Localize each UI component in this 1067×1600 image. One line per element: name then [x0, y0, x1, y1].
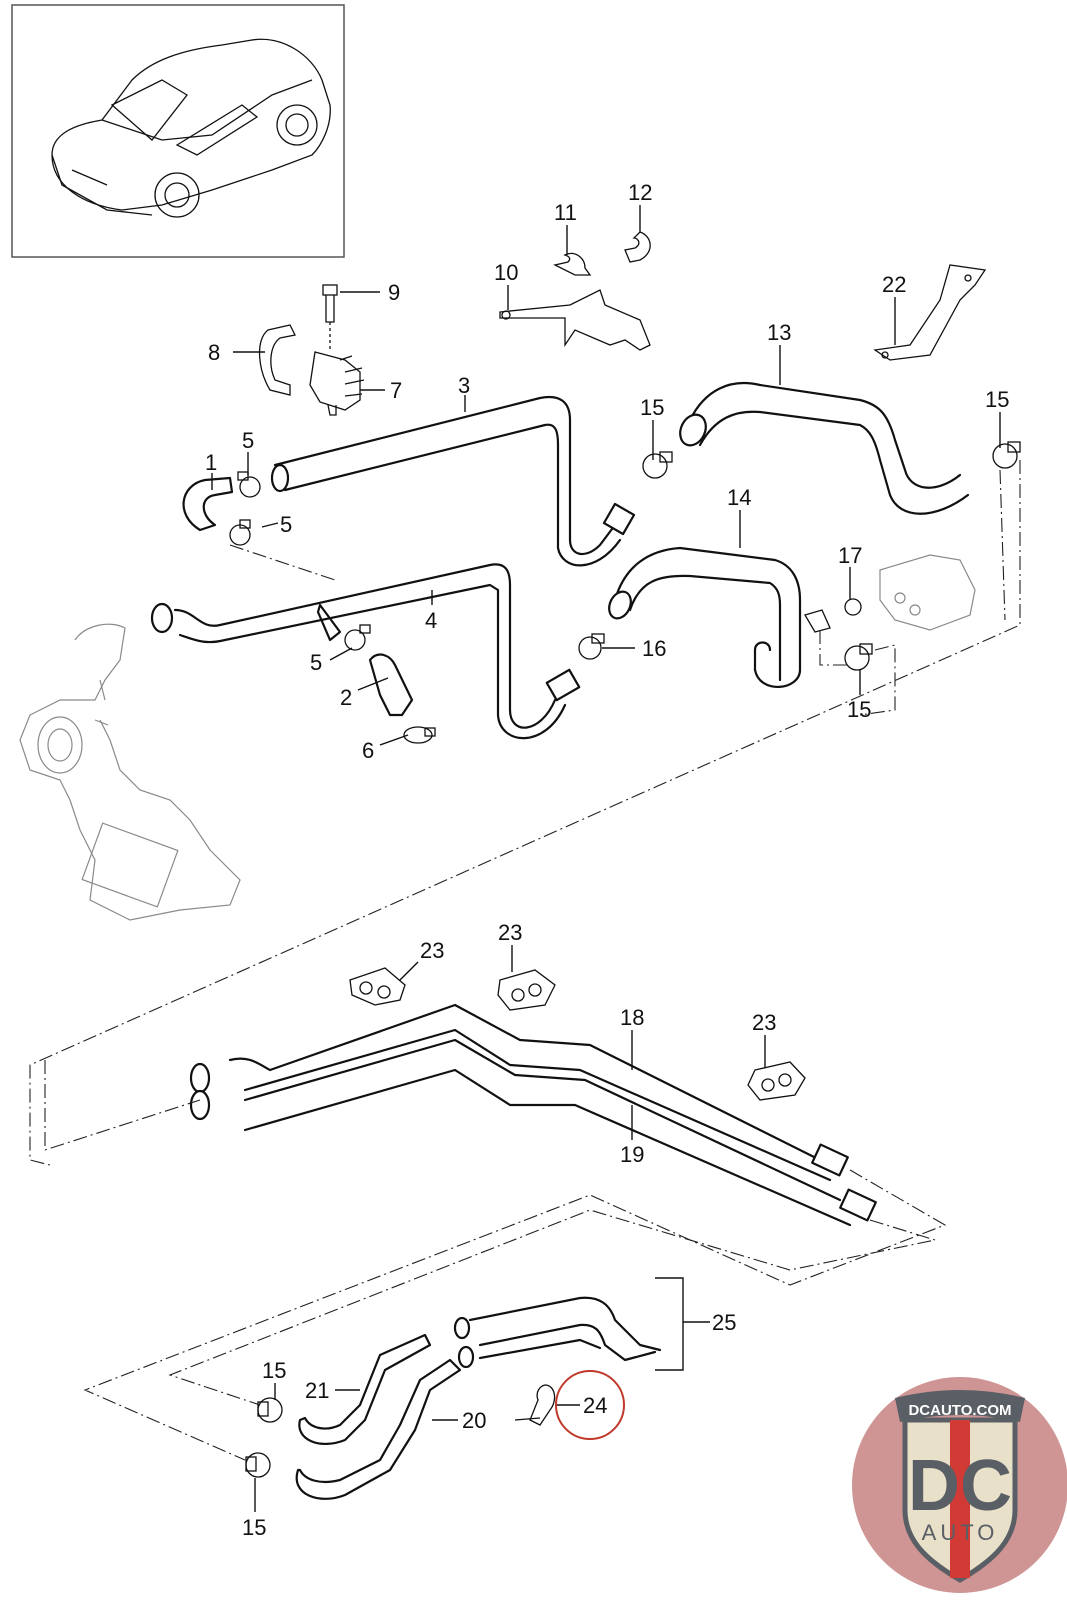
engine-housing-illustration — [19, 623, 241, 921]
callout-15[interactable]: 15 — [847, 697, 871, 722]
part-15-hose-clamp[interactable] — [642, 451, 673, 479]
callout-5[interactable]: 5 — [310, 650, 322, 675]
callout-6[interactable]: 6 — [362, 738, 374, 763]
callout-15[interactable]: 15 — [985, 387, 1009, 412]
part-5-hose-clamp[interactable] — [229, 519, 251, 546]
watermark-banner — [895, 1390, 1025, 1422]
part-24-hose-clamp[interactable] — [514, 1384, 556, 1426]
callout-15[interactable]: 15 — [242, 1515, 266, 1540]
part-5-hose-clamp[interactable] — [344, 624, 371, 651]
part-15-hose-clamp[interactable] — [844, 643, 873, 671]
callout-13[interactable]: 13 — [767, 320, 791, 345]
assembly-boundary-lines — [29, 460, 1021, 1461]
callout-15[interactable]: 15 — [262, 1358, 286, 1383]
callout-11[interactable]: 11 — [554, 200, 577, 225]
callout-5[interactable]: 5 — [242, 428, 254, 453]
part-9-bolt[interactable] — [322, 284, 338, 350]
part-12-clip[interactable] — [624, 231, 651, 263]
callout-14[interactable]: 14 — [727, 485, 751, 510]
callout-9[interactable]: 9 — [388, 280, 400, 305]
callout-7[interactable]: 7 — [390, 378, 402, 403]
part-19-coolant-pipe[interactable] — [189, 1038, 877, 1227]
part-6-hose-clamp[interactable] — [403, 726, 436, 744]
callout-16[interactable]: 16 — [642, 636, 666, 661]
callout-19[interactable]: 19 — [620, 1142, 644, 1167]
callout-10[interactable]: 10 — [494, 260, 518, 285]
callout-17[interactable]: 17 — [838, 543, 862, 568]
part-15-hose-clamp[interactable] — [245, 1452, 271, 1478]
leader-lines — [211, 205, 1001, 1512]
vehicle-overview-icon — [51, 38, 331, 218]
part-20-coolant-hose[interactable] — [295, 1358, 462, 1500]
callout-5[interactable]: 5 — [280, 512, 292, 537]
part-21-coolant-hose[interactable] — [298, 1333, 432, 1445]
part-5-hose-clamp[interactable] — [237, 471, 261, 498]
part-15-hose-clamp[interactable] — [992, 441, 1021, 469]
watermark-logo-text: DC — [908, 1446, 1012, 1526]
callout-2[interactable]: 2 — [340, 685, 352, 710]
watermark-sub-text: AUTO — [922, 1520, 999, 1545]
callout-23[interactable]: 23 — [420, 938, 444, 963]
callout-12[interactable]: 12 — [628, 180, 652, 205]
part-23-pipe-holder[interactable] — [349, 967, 406, 1006]
part-10-bracket[interactable] — [499, 289, 651, 351]
callout-20[interactable]: 20 — [462, 1408, 486, 1433]
callout-8[interactable]: 8 — [208, 340, 220, 365]
callout-15[interactable]: 15 — [640, 395, 664, 420]
part-8-bracket-clip[interactable] — [258, 324, 296, 396]
part-2-hose[interactable] — [316, 603, 414, 717]
part-16-hose-clamp[interactable] — [578, 633, 605, 660]
part-22-bracket[interactable] — [873, 264, 987, 361]
part-25-bracket-line — [655, 1277, 710, 1371]
callout-24-highlight-circle — [555, 1370, 625, 1440]
callout-3[interactable]: 3 — [458, 373, 470, 398]
valve-unit-illustration — [879, 554, 976, 631]
part-18-coolant-pipe[interactable] — [189, 1003, 849, 1182]
callout-22[interactable]: 22 — [882, 272, 906, 297]
part-7-hose-holder[interactable] — [309, 351, 365, 416]
callout-23[interactable]: 23 — [498, 920, 522, 945]
callout-25[interactable]: 25 — [712, 1310, 736, 1335]
part-4-coolant-hose[interactable] — [150, 563, 581, 740]
callout-21[interactable]: 21 — [305, 1378, 329, 1403]
vehicle-thumbnail[interactable] — [11, 4, 345, 258]
part-15-hose-clamp[interactable] — [257, 1397, 283, 1423]
part-23-pipe-holder[interactable] — [747, 1061, 806, 1101]
part-11-clip[interactable] — [553, 252, 592, 276]
part-13-coolant-hose[interactable] — [675, 381, 970, 515]
part-1-hose-elbow[interactable] — [182, 476, 234, 532]
callout-24[interactable]: 24 — [583, 1393, 607, 1418]
callout-labels: 1 2 3 4 5 5 5 6 7 8 9 10 11 12 13 14 15 … — [205, 180, 1009, 1540]
part-25-hose-assembly[interactable] — [453, 1296, 662, 1369]
watermark-top-text: DCAUTO.COM — [908, 1402, 1011, 1419]
part-17-hose-clamp[interactable] — [844, 598, 862, 616]
callout-4[interactable]: 4 — [425, 608, 437, 633]
watermark-red-stripe — [950, 1420, 970, 1578]
callout-23[interactable]: 23 — [752, 1010, 776, 1035]
callout-18[interactable]: 18 — [620, 1005, 644, 1030]
callout-1[interactable]: 1 — [205, 450, 217, 475]
part-23-pipe-holder[interactable] — [497, 969, 556, 1011]
part-3-coolant-hose[interactable] — [270, 395, 636, 567]
dcauto-watermark-logo: DCAUTO.COM DC AUTO — [852, 1377, 1067, 1593]
part-14-coolant-hose[interactable] — [605, 546, 831, 688]
